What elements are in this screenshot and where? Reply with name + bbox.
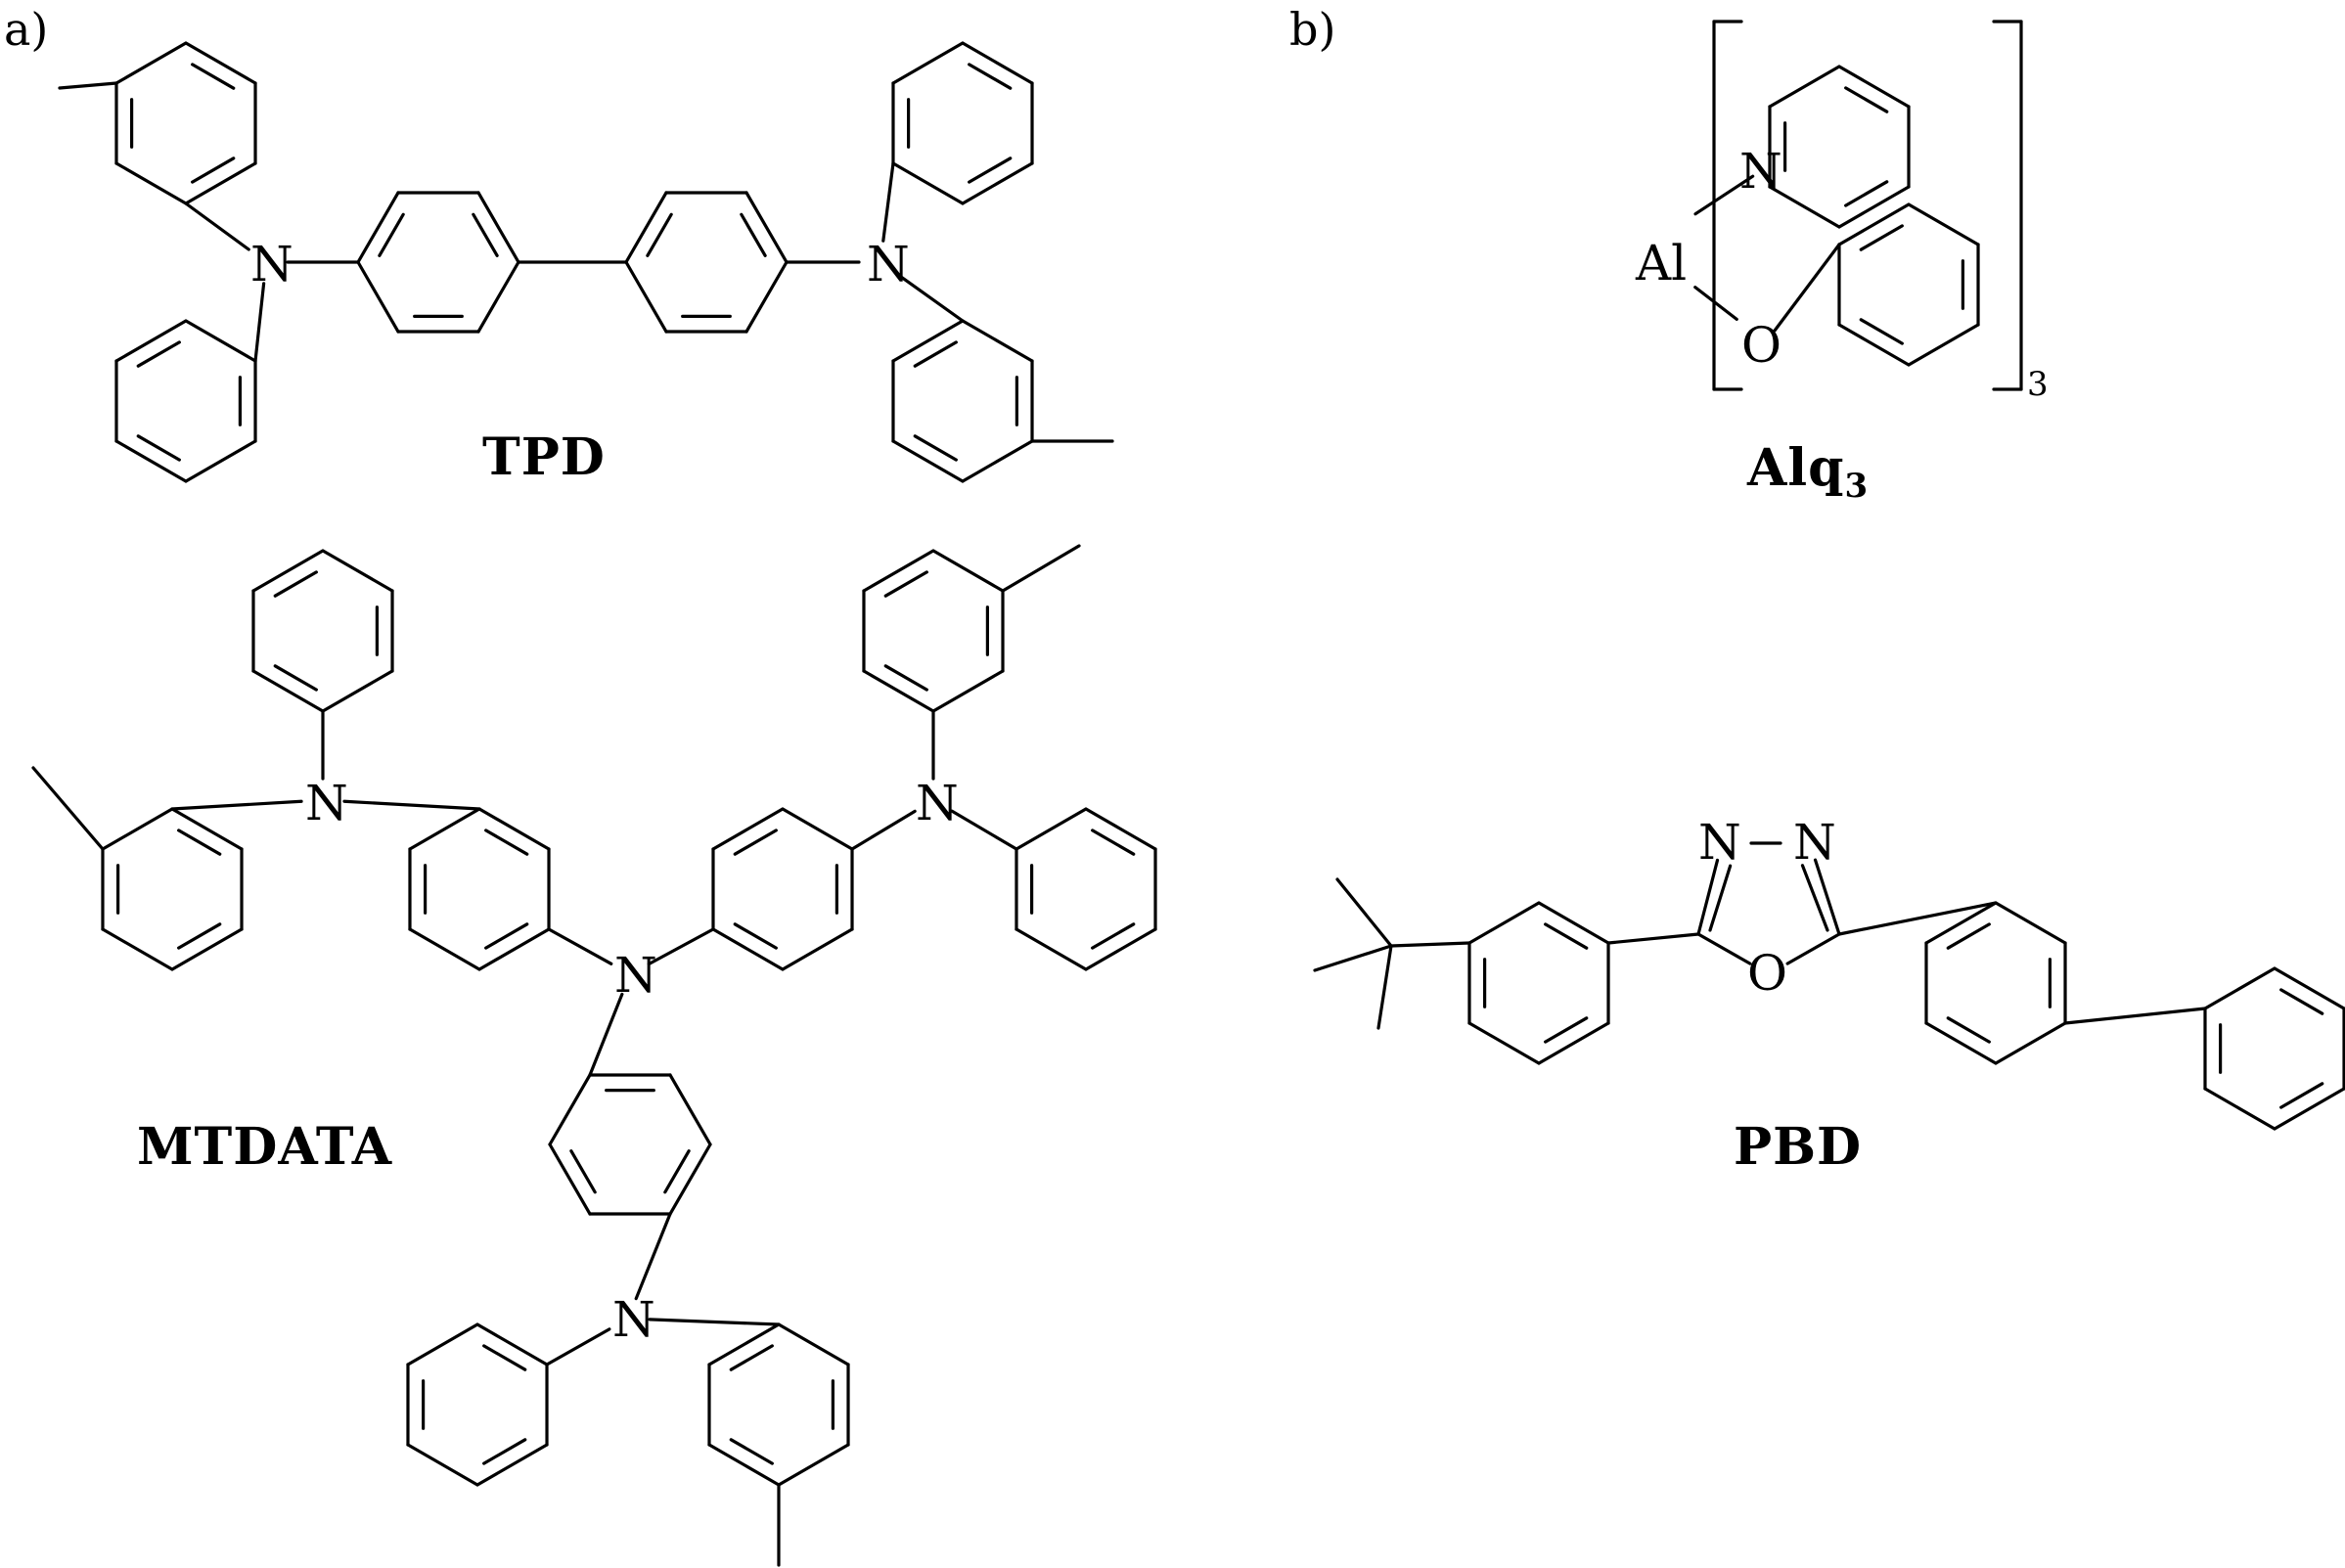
alq3-bracket-subscript: 3 <box>2027 365 2049 404</box>
mtdata-nitrogen-center: N <box>614 947 657 1004</box>
tpd-structure: N N TPD <box>250 236 910 487</box>
pbd-nitrogen-left: N <box>1698 814 1741 871</box>
alq3-aluminium: Al <box>1635 235 1687 291</box>
alq3-nitrogen: N <box>1739 143 1782 200</box>
tpd-nitrogen-left: N <box>250 236 293 292</box>
panel-label-a: a) <box>4 3 48 56</box>
pbd-structure: N N O PBD <box>1698 814 1862 1177</box>
alq3-structure: N Al O 3 Alq3 <box>1635 143 2049 506</box>
tpd-name: TPD <box>482 427 606 487</box>
mtdata-nitrogen-bottom: N <box>612 1291 655 1348</box>
pbd-oxygen: O <box>1747 945 1787 1002</box>
mtdata-name: MTDATA <box>137 1117 392 1177</box>
tpd-nitrogen-right: N <box>867 236 910 292</box>
panel-label-b: b) <box>1289 3 1335 56</box>
pbd-name: PBD <box>1734 1117 1862 1177</box>
alq3-oxygen: O <box>1741 317 1781 374</box>
pbd-nitrogen-right: N <box>1793 814 1836 871</box>
mtdata-structure: N N N N MTDATA <box>137 775 959 1348</box>
mtdata-nitrogen-right: N <box>916 775 959 831</box>
bond-lines <box>31 20 2345 1567</box>
mtdata-nitrogen-left: N <box>305 775 348 831</box>
alq3-name: Alq3 <box>1746 438 1869 506</box>
